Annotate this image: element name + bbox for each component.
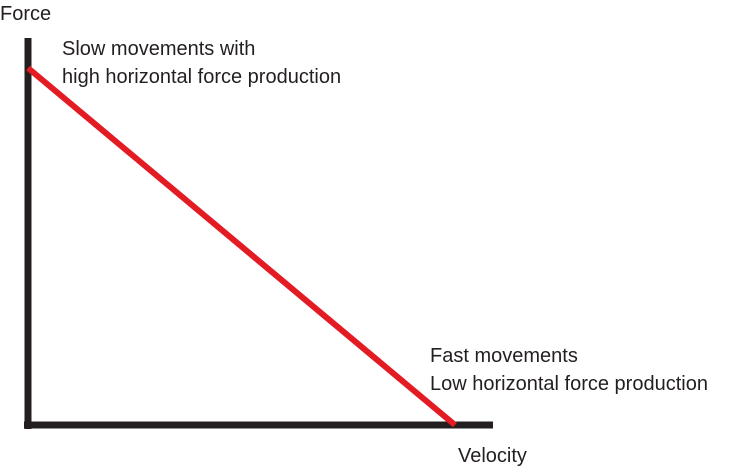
series-layer xyxy=(26,65,457,428)
text-layer: Force Velocity Slow movements with high … xyxy=(0,3,708,467)
x-axis-label: Velocity xyxy=(458,445,527,467)
annotation-slow-line-1: Slow movements with xyxy=(62,38,255,60)
annotation-fast-line-2: Low horizontal force production xyxy=(430,373,708,395)
annotation-slow-line-2: high horizontal force production xyxy=(62,66,341,88)
annotation-fast-line-1: Fast movements xyxy=(430,345,578,367)
y-axis-label: Force xyxy=(0,3,51,25)
axes-layer xyxy=(24,38,493,429)
force-velocity-line xyxy=(26,65,457,428)
